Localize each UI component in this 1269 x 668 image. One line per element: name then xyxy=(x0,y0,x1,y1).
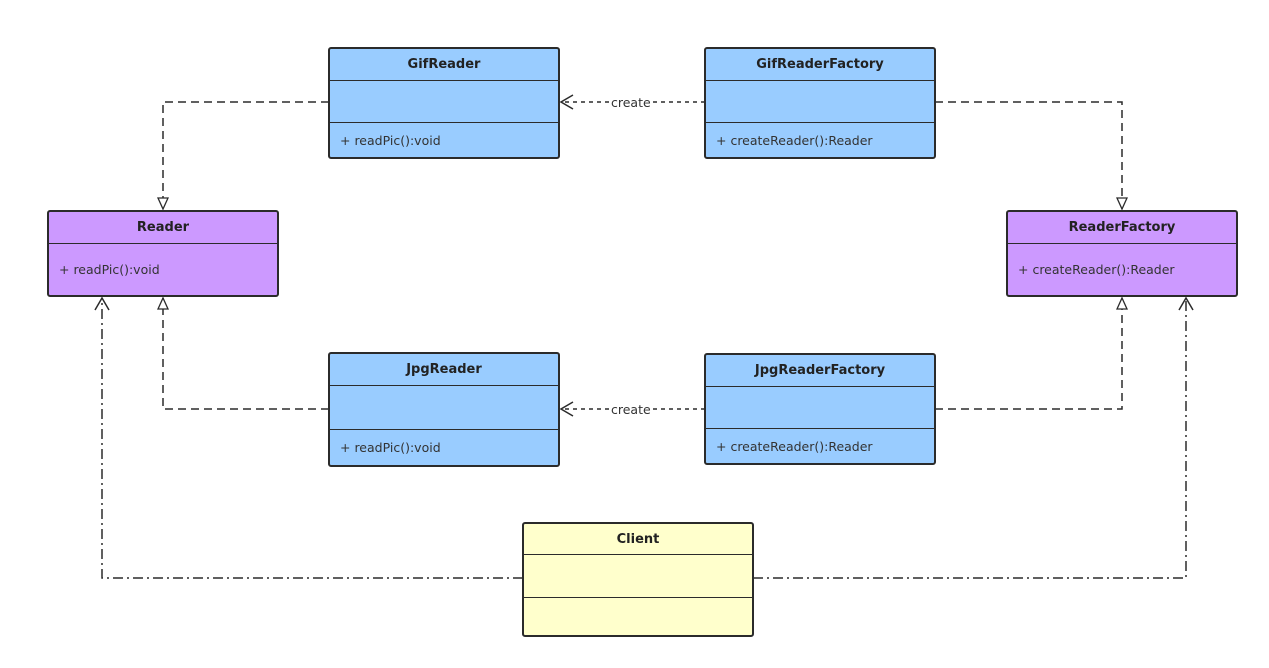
create-label-gif: create xyxy=(610,95,652,110)
class-name: Client xyxy=(524,524,752,555)
class-name: GifReader xyxy=(330,49,558,81)
operation: + readPic():void xyxy=(59,262,160,277)
class-reader[interactable]: Reader + readPic():void xyxy=(47,210,279,297)
class-name: Reader xyxy=(49,212,277,244)
attributes-section xyxy=(706,81,934,123)
class-gifreader[interactable]: GifReader + readPic():void xyxy=(328,47,560,159)
class-name: JpgReaderFactory xyxy=(706,355,934,387)
edge-jpgreader-reader xyxy=(156,296,329,410)
attributes-section xyxy=(524,555,752,598)
class-jpgreaderfactory[interactable]: JpgReaderFactory + createReader():Reader xyxy=(704,353,936,465)
attributes-section xyxy=(706,387,934,429)
operation: + readPic():void xyxy=(340,132,441,148)
edge-client-readerfactory xyxy=(753,296,1194,579)
class-readerfactory[interactable]: ReaderFactory + createReader():Reader xyxy=(1006,210,1238,297)
class-name: JpgReader xyxy=(330,354,558,386)
operations-section xyxy=(524,598,752,635)
operation: + createReader():Reader xyxy=(716,438,873,454)
class-client[interactable]: Client xyxy=(522,522,754,637)
edge-jpgreaderfactory-readerfactory xyxy=(935,296,1129,410)
operation: + readPic():void xyxy=(340,440,441,455)
create-label-jpg: create xyxy=(610,402,652,417)
edge-client-reader xyxy=(94,296,523,579)
edge-gifreaderfactory-readerfactory xyxy=(935,101,1129,211)
class-jpgreader[interactable]: JpgReader + readPic():void xyxy=(328,352,560,467)
class-gifreaderfactory[interactable]: GifReaderFactory + createReader():Reader xyxy=(704,47,936,159)
edge-gifreader-reader xyxy=(156,101,329,211)
operation: + createReader():Reader xyxy=(716,132,873,148)
attributes-section xyxy=(330,386,558,430)
class-name: GifReaderFactory xyxy=(706,49,934,81)
attributes-section xyxy=(330,81,558,123)
class-name: ReaderFactory xyxy=(1008,212,1236,244)
operation: + createReader():Reader xyxy=(1018,262,1175,277)
